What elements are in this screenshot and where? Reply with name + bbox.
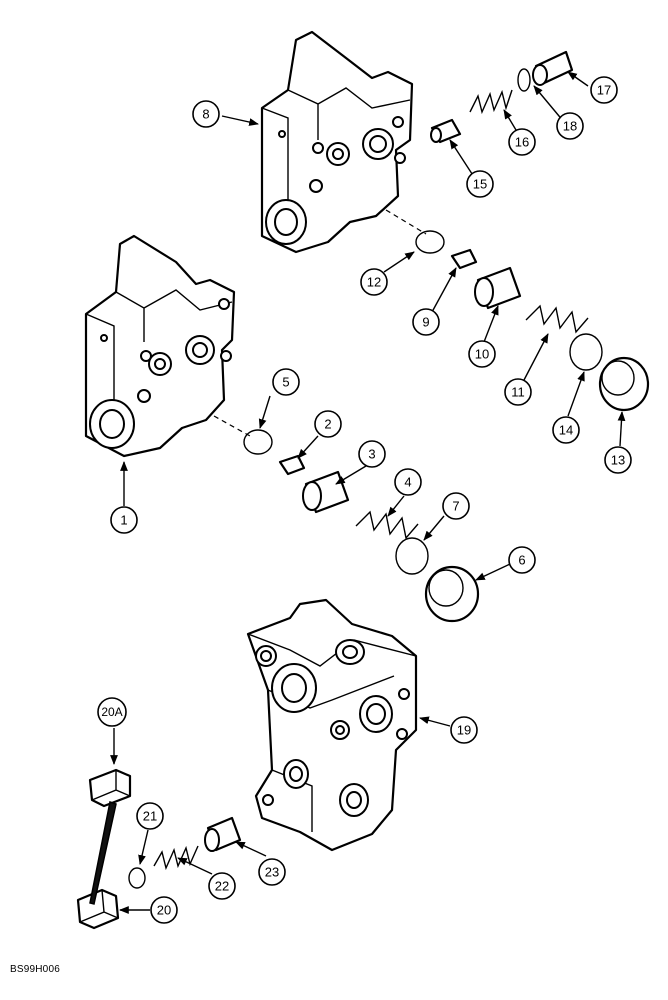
callout-12: 12 <box>360 268 388 296</box>
callout-16: 16 <box>508 128 536 156</box>
callout-13: 13 <box>604 446 632 474</box>
callout-19: 19 <box>450 716 478 744</box>
o-ring-upper-large <box>569 333 603 371</box>
pin-upper <box>450 248 478 270</box>
plug-upper <box>532 50 574 86</box>
svg-text:15: 15 <box>473 177 487 192</box>
callout-20: 20 <box>150 896 178 924</box>
callout-21: 21 <box>136 802 164 830</box>
svg-text:17: 17 <box>597 83 611 98</box>
callout-10: 10 <box>468 340 496 368</box>
spring-upper <box>525 304 589 334</box>
sleeve-upper <box>474 266 522 310</box>
sleeve-middle <box>302 470 350 514</box>
svg-text:19: 19 <box>457 723 471 738</box>
pin-middle <box>278 454 306 476</box>
spring-lower <box>153 845 199 871</box>
callout-1: 1 <box>110 506 138 534</box>
spring-upper-small <box>469 89 513 115</box>
svg-text:1: 1 <box>120 513 127 528</box>
alternate-indicator-wedge <box>89 801 117 905</box>
svg-text:5: 5 <box>282 375 289 390</box>
svg-text:18: 18 <box>563 119 577 134</box>
callout-4: 4 <box>394 468 422 496</box>
o-ring-middle-large <box>395 537 429 575</box>
svg-text:14: 14 <box>559 423 573 438</box>
assembly-axis-upper <box>385 209 427 235</box>
callout-3: 3 <box>358 440 386 468</box>
poppet-upper <box>430 118 462 144</box>
svg-text:20A: 20A <box>101 705 122 719</box>
callout-6: 6 <box>508 546 536 574</box>
svg-text:12: 12 <box>367 275 381 290</box>
callout-22: 22 <box>208 872 236 900</box>
svg-text:16: 16 <box>515 135 529 150</box>
svg-text:10: 10 <box>475 347 489 362</box>
spring-middle <box>355 510 419 540</box>
valve-section-upper <box>260 30 414 254</box>
callout-7: 7 <box>442 492 470 520</box>
cap-middle <box>424 565 480 623</box>
callout-17: 17 <box>590 76 618 104</box>
svg-text:11: 11 <box>511 385 525 400</box>
o-ring-upper <box>415 230 445 254</box>
callout-5: 5 <box>272 368 300 396</box>
assembly-axis-middle <box>213 415 251 437</box>
svg-text:20: 20 <box>157 903 171 918</box>
svg-text:4: 4 <box>404 475 411 490</box>
plug-alternate <box>88 768 132 808</box>
leader-lines <box>110 71 626 914</box>
drawing-code-label: BS99H006 <box>10 964 60 975</box>
callout-23: 23 <box>258 858 286 886</box>
svg-text:8: 8 <box>202 107 209 122</box>
svg-text:23: 23 <box>265 865 279 880</box>
valve-section-middle <box>84 234 236 458</box>
callout-20A: 20A <box>97 697 127 727</box>
svg-text:9: 9 <box>422 315 429 330</box>
cap-upper <box>598 356 650 412</box>
valve-section-lower <box>246 598 418 852</box>
svg-text:7: 7 <box>452 499 459 514</box>
o-ring-middle <box>243 429 273 455</box>
callout-18: 18 <box>556 112 584 140</box>
washer-upper <box>517 68 531 92</box>
callout-11: 11 <box>504 378 532 406</box>
callout-14: 14 <box>552 416 580 444</box>
plug-lower <box>76 888 120 930</box>
svg-text:21: 21 <box>143 809 157 824</box>
callout-9: 9 <box>412 308 440 336</box>
svg-text:3: 3 <box>368 447 375 462</box>
callout-15: 15 <box>466 170 494 198</box>
callout-2: 2 <box>314 410 342 438</box>
callout-8: 8 <box>192 100 220 128</box>
sleeve-lower <box>204 816 242 852</box>
svg-text:13: 13 <box>611 453 625 468</box>
svg-text:22: 22 <box>215 879 229 894</box>
svg-text:2: 2 <box>324 417 331 432</box>
svg-text:6: 6 <box>518 553 525 568</box>
washer-lower <box>128 867 146 889</box>
